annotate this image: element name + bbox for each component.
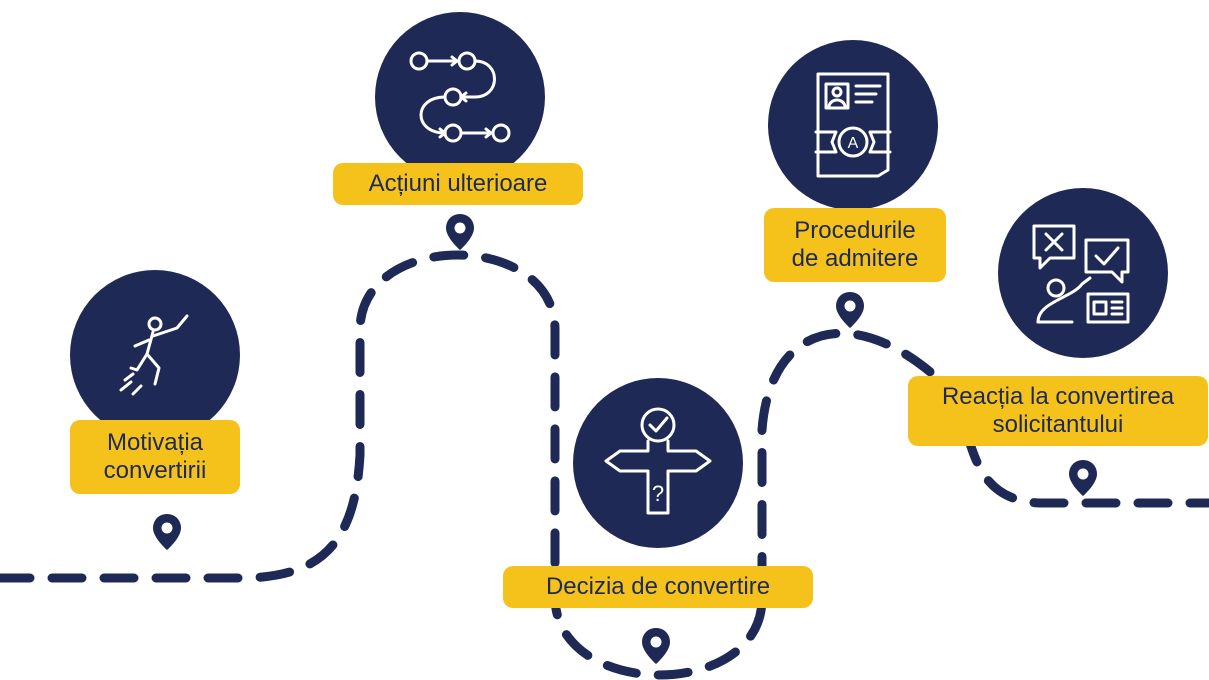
step-5-label: Reacția la convertirea solicitantului xyxy=(908,376,1208,446)
step-5-location-pin-icon xyxy=(1069,460,1097,496)
step-3-label: Decizia de convertire xyxy=(503,566,813,608)
step-3-circle: ? xyxy=(573,378,743,548)
step-4-location-pin-icon xyxy=(836,292,864,328)
svg-text:?: ? xyxy=(652,481,664,506)
step-2-circle xyxy=(375,12,545,182)
feedback-chat-icon xyxy=(1032,224,1130,324)
svg-text:A: A xyxy=(848,135,859,152)
step-4-circle: A xyxy=(768,40,938,210)
step-1-circle xyxy=(70,270,240,440)
step-5-circle xyxy=(998,188,1168,358)
step-2-label: Acțiuni ulterioare xyxy=(333,163,583,205)
running-person-icon xyxy=(119,314,189,396)
workflow-path-icon xyxy=(409,51,511,143)
crossroads-sign-icon: ? xyxy=(604,407,712,515)
step-2-location-pin-icon xyxy=(446,214,474,250)
step-1-location-pin-icon xyxy=(153,514,181,550)
certificate-document-icon: A xyxy=(814,72,892,178)
step-4-label: Procedurile de admitere xyxy=(764,208,946,282)
step-3-location-pin-icon xyxy=(642,628,670,664)
step-1-label: Motivația convertirii xyxy=(70,420,240,494)
